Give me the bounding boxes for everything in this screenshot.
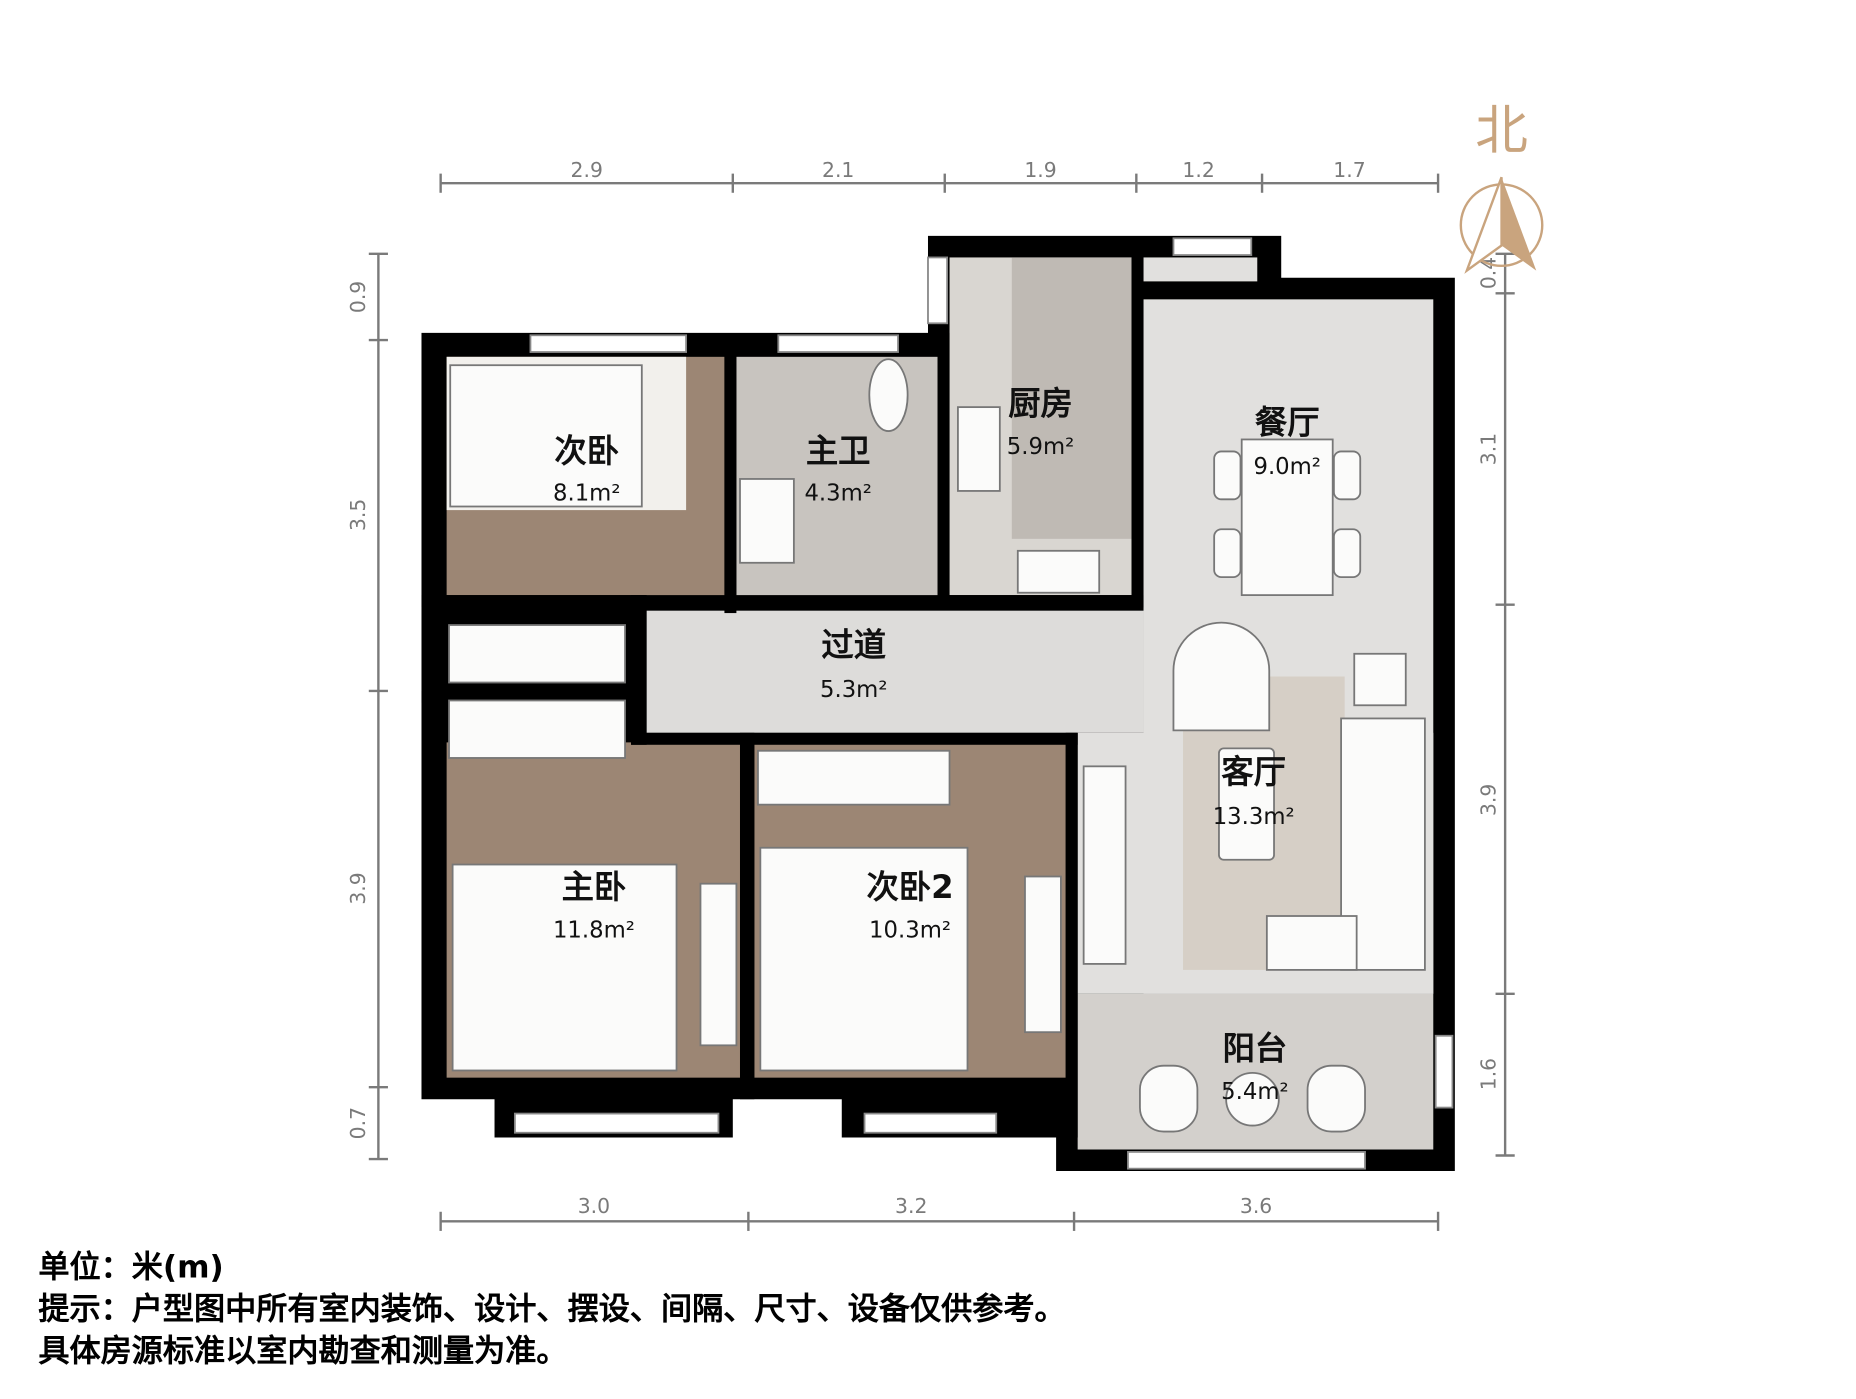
bath-sink <box>739 478 795 564</box>
tv-cabinet-master <box>699 882 738 1047</box>
dim-right-3: 3.9 <box>1477 784 1501 816</box>
furniture <box>448 358 1426 1133</box>
room-name-master-bath: 主卫 <box>806 432 871 470</box>
room-area-living: 13.3m² <box>1213 804 1295 830</box>
wardrobe-second <box>448 624 626 684</box>
floor-corridor <box>646 610 1144 733</box>
dim-left-2: 3.5 <box>346 499 370 531</box>
room-name-corridor: 过道 <box>821 626 886 664</box>
dim-top-3: 1.9 <box>1024 158 1056 182</box>
wardrobe-master <box>448 699 626 759</box>
dim-left-1: 0.9 <box>346 281 370 313</box>
room-area-bedroom-second-2: 10.3m² <box>869 918 951 944</box>
dim-left-3: 3.9 <box>346 872 370 904</box>
bed-second <box>449 364 643 508</box>
dim-top-1: 2.9 <box>571 158 603 182</box>
compass: 北 <box>1459 100 1544 274</box>
dim-top-5: 1.7 <box>1333 158 1365 182</box>
room-name-bedroom-second: 次卧 <box>554 432 619 470</box>
room-area-master-bath: 4.3m² <box>804 481 871 507</box>
balcony-chair <box>1139 1064 1199 1133</box>
bed-second-2 <box>759 846 969 1072</box>
room-labels: 次卧 8.1m² 主卫 4.3m² 厨房 5.9m² 餐厅 9.0m² 过道 5… <box>553 384 1321 1105</box>
unit-note: 单位：米(m) <box>38 1250 224 1287</box>
room-name-dining: 餐厅 <box>1255 403 1320 441</box>
room-name-kitchen: 厨房 <box>1008 384 1073 422</box>
wardrobe-second-2 <box>757 749 951 806</box>
coffee-table <box>1218 747 1275 861</box>
room-area-balcony: 5.4m² <box>1221 1079 1288 1105</box>
dim-bottom-2: 3.2 <box>895 1194 927 1218</box>
room-name-master-bedroom: 主卧 <box>562 868 627 906</box>
room-name-bedroom-second-2: 次卧2 <box>866 868 953 906</box>
dim-right-4: 1.6 <box>1477 1058 1501 1090</box>
stove <box>1016 549 1101 594</box>
toilet <box>868 358 909 432</box>
bed-master <box>451 863 678 1072</box>
dim-left-4: 0.7 <box>346 1107 370 1139</box>
dimension-lines <box>368 173 1515 1231</box>
tv-cabinet-living <box>1082 765 1127 965</box>
room-name-living: 客厅 <box>1221 753 1286 791</box>
armchair <box>1172 621 1271 732</box>
interior-walls <box>421 257 1144 1138</box>
kitchen-sink <box>957 406 1001 492</box>
dim-right-2: 3.1 <box>1477 433 1501 465</box>
side-table <box>1353 652 1407 707</box>
balcony-table <box>1225 1071 1280 1127</box>
room-area-bedroom-second: 8.1m² <box>553 481 620 507</box>
room-area-corridor: 5.3m² <box>820 677 887 703</box>
room-name-balcony: 阳台 <box>1223 1030 1288 1068</box>
standard-note: 具体房源标准以室内勘查和测量为准。 <box>38 1333 568 1370</box>
compass-arrow-fill <box>1501 177 1537 271</box>
windows <box>513 237 1454 1170</box>
dim-bottom-3: 3.6 <box>1240 1194 1272 1218</box>
notes: 单位：米(m) 提示：户型图中所有室内装饰、设计、摆设、间隔、尺寸、设备仅供参考… <box>38 1248 1065 1374</box>
dim-top-4: 1.2 <box>1182 158 1214 182</box>
room-area-dining: 9.0m² <box>1253 454 1320 480</box>
dim-top-2: 2.1 <box>822 158 854 182</box>
dining-table <box>1240 438 1334 597</box>
dim-bottom-1: 3.0 <box>578 1194 610 1218</box>
compass-north-label: 北 <box>1475 100 1528 161</box>
tv-cabinet-second-2 <box>1024 875 1062 1034</box>
room-area-kitchen: 5.9m² <box>1007 434 1074 460</box>
room-area-master-bedroom: 11.8m² <box>553 918 635 944</box>
disclaimer-note: 提示：户型图中所有室内装饰、设计、摆设、间隔、尺寸、设备仅供参考。 <box>38 1291 1066 1328</box>
